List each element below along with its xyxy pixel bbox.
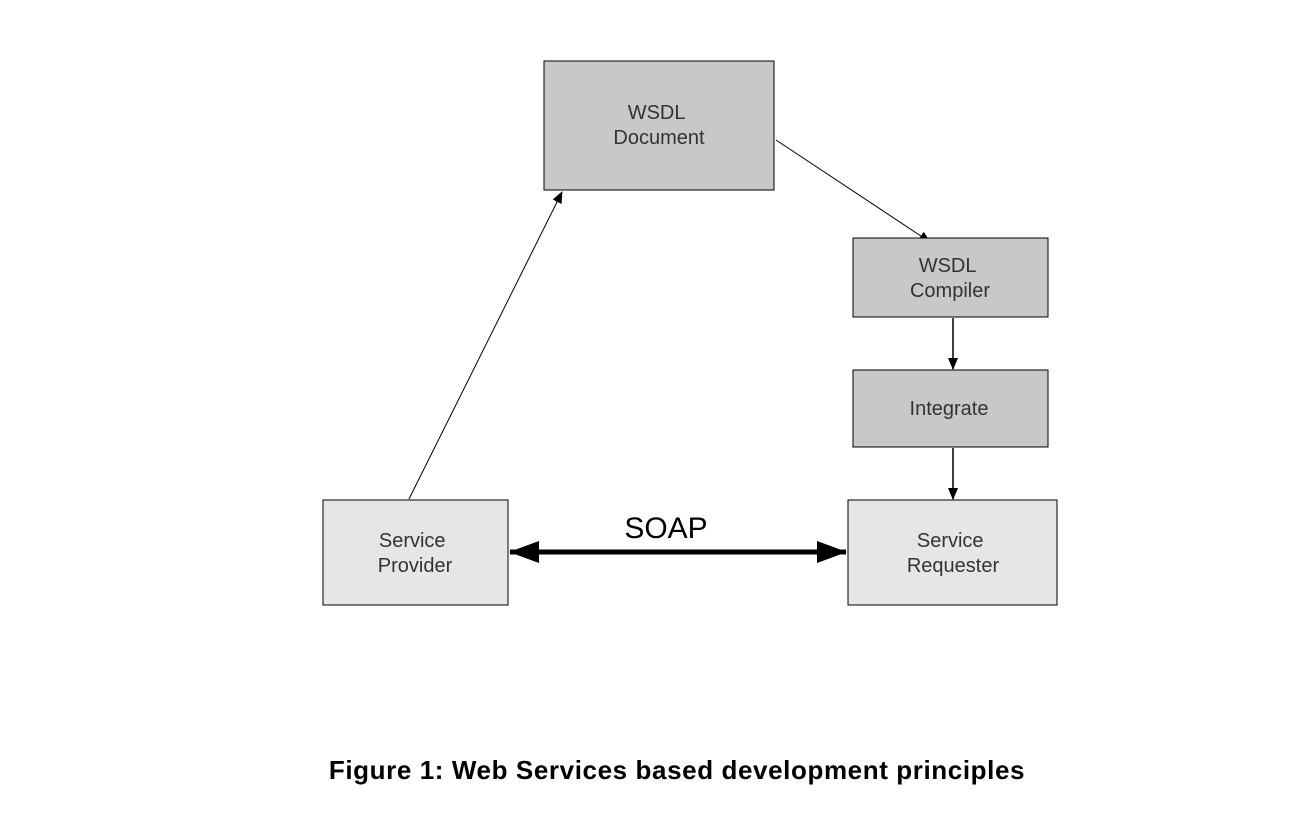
node-wsdl-compiler[interactable]: WSDL Compiler xyxy=(852,237,1049,318)
node-label: WSDL Compiler xyxy=(910,255,990,302)
node-service-provider[interactable]: Service Provider xyxy=(322,499,509,606)
diagram-canvas: SOAP WSDL Document WSDL Compiler Integra… xyxy=(322,60,1058,606)
figure-caption: Figure 1: Web Services based development… xyxy=(328,755,1026,785)
edge-provider-to-wsdl-document xyxy=(408,191,563,500)
node-wsdl-document[interactable]: WSDL Document xyxy=(543,60,775,191)
edge-wsdl-document-to-compiler xyxy=(775,139,931,243)
node-integrate[interactable]: Integrate xyxy=(852,369,1049,448)
node-label: Service Requester xyxy=(907,530,1000,577)
node-service-requester[interactable]: Service Requester xyxy=(847,499,1058,606)
node-label: WSDL Document xyxy=(613,102,705,149)
node-label: Service Provider xyxy=(378,530,453,577)
node-label: Integrate xyxy=(910,398,989,420)
edge-label-soap: SOAP xyxy=(624,512,707,545)
